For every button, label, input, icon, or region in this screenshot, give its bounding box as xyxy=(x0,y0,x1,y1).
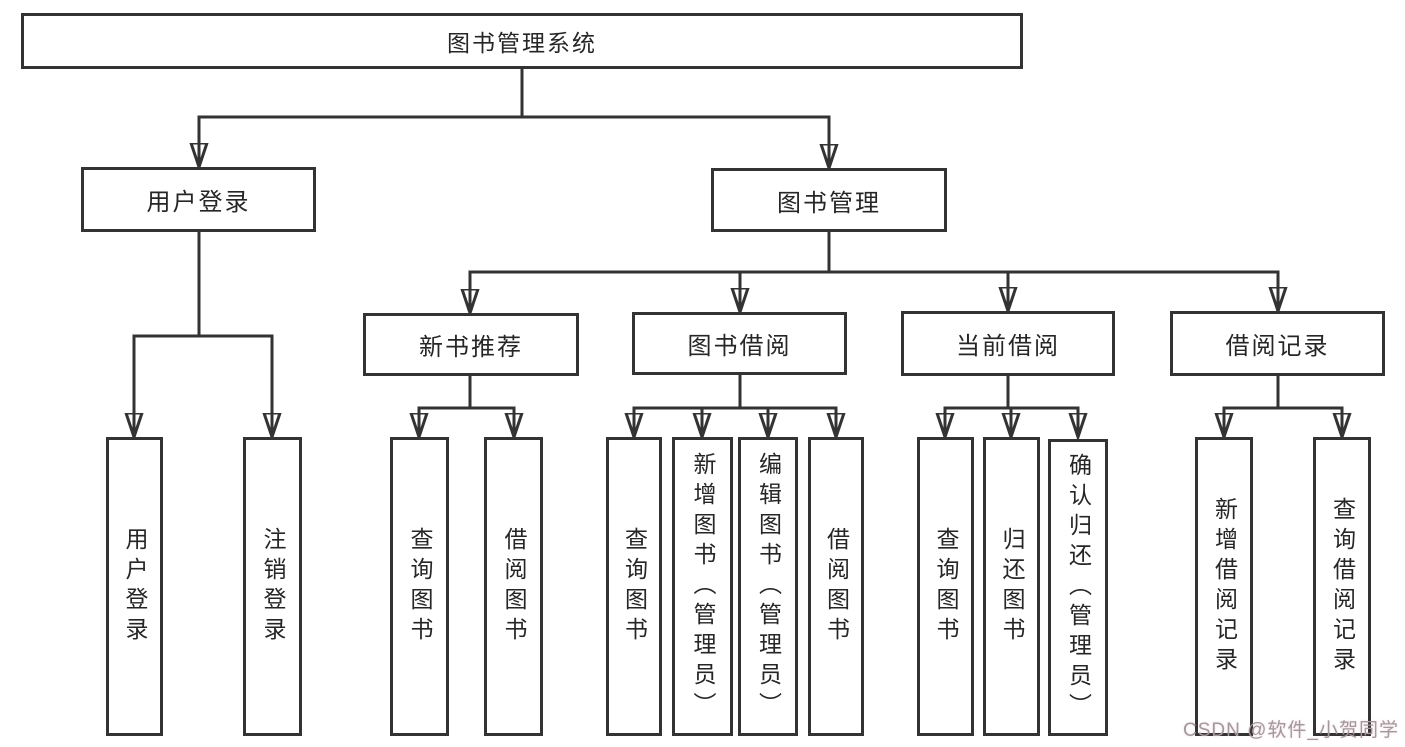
leaf-confirm-return-admin: 确认归还（管理员） xyxy=(1048,439,1108,736)
edge-borrow-edit xyxy=(738,375,768,437)
leaf-label: 编辑图书（管理员） xyxy=(755,451,782,722)
edge-records-add xyxy=(1224,376,1280,437)
edge-rec-query xyxy=(419,376,472,437)
leaf-add-borrow-record: 新增借阅记录 xyxy=(1195,437,1253,736)
edge-rec-borrow xyxy=(468,376,514,437)
node-new-book-recommend: 新书推荐 xyxy=(363,313,579,376)
leaf-query-book-borrow: 查询图书 xyxy=(606,437,662,736)
leaf-query-book-rec: 查询图书 xyxy=(390,437,449,736)
leaf-query-book-current: 查询图书 xyxy=(917,437,974,736)
edge-records-query xyxy=(1276,376,1342,437)
edge-login-logout xyxy=(197,232,272,437)
edge-current-confirm xyxy=(1006,376,1078,437)
leaf-user-login: 用户登录 xyxy=(106,437,163,736)
leaf-edit-book-admin: 编辑图书（管理员） xyxy=(738,437,798,736)
edge-root-user-login xyxy=(199,69,524,167)
leaf-label: 归还图书 xyxy=(999,526,1025,647)
node-library-management-system: 图书管理系统 xyxy=(21,13,1023,69)
edge-login-userlogin xyxy=(134,232,201,437)
node-borrow-records: 借阅记录 xyxy=(1170,311,1385,376)
leaf-add-book-admin: 新增图书（管理员） xyxy=(672,437,733,736)
edge-borrow-borrow xyxy=(738,375,836,437)
leaf-query-borrow-record: 查询借阅记录 xyxy=(1313,437,1371,736)
leaf-label: 注销登录 xyxy=(260,526,286,647)
leaf-label: 查询图书 xyxy=(621,526,648,647)
leaf-label: 借阅图书 xyxy=(501,526,527,647)
node-book-management: 图书管理 xyxy=(711,168,947,232)
leaf-label: 用户登录 xyxy=(122,526,148,647)
leaf-label: 查询图书 xyxy=(407,526,433,647)
node-label: 新书推荐 xyxy=(419,334,523,361)
leaf-logout: 注销登录 xyxy=(243,437,302,736)
leaf-label: 新增借阅记录 xyxy=(1211,496,1238,677)
leaf-return-book: 归还图书 xyxy=(983,437,1040,736)
edge-mgmt-records xyxy=(827,232,1278,311)
node-label: 借阅记录 xyxy=(1225,333,1330,360)
edge-mgmt-borrow xyxy=(740,232,831,312)
node-user-login: 用户登录 xyxy=(81,167,316,232)
csdn-watermark: CSDN @软件_小贺同学 xyxy=(1183,720,1399,741)
node-book-borrow: 图书借阅 xyxy=(632,312,847,375)
edge-root-book-mgmt xyxy=(520,69,829,168)
node-label: 用户登录 xyxy=(146,189,251,216)
node-current-borrow: 当前借阅 xyxy=(901,311,1115,376)
leaf-label: 新增图书（管理员） xyxy=(690,451,716,722)
node-label: 当前借阅 xyxy=(956,333,1060,360)
leaf-borrow-book-rec: 借阅图书 xyxy=(484,437,543,736)
edge-current-query xyxy=(945,376,1010,437)
node-label: 图书管理系统 xyxy=(447,30,597,56)
edge-borrow-query xyxy=(634,375,742,437)
node-label: 图书管理 xyxy=(777,189,881,217)
node-label: 图书借阅 xyxy=(687,333,792,360)
leaf-label: 查询借阅记录 xyxy=(1329,496,1356,677)
leaf-label: 确认归还（管理员） xyxy=(1065,452,1092,723)
edge-borrow-add xyxy=(702,375,742,437)
leaf-label: 查询图书 xyxy=(933,526,959,647)
leaf-label: 借阅图书 xyxy=(823,526,850,647)
leaf-borrow-book-borrow: 借阅图书 xyxy=(808,437,864,736)
